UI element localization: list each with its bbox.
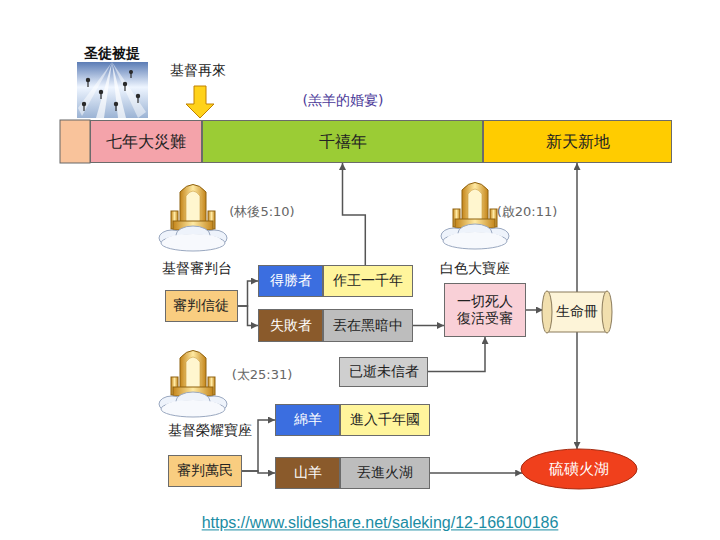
node-text: 新天新地 [546,132,610,152]
lake-ellipse: 硫磺火湖 [520,448,638,490]
node-text: 生命冊 [556,303,598,321]
rapture-picture [77,62,148,118]
timeline-band: 新天新地 [483,120,672,163]
judgment-box: 審判萬民 [168,455,242,487]
node-text: 一切死人 復活受審 [453,293,517,328]
scripture-reference: (啟20:11) [497,204,558,220]
scroll-body [547,292,607,332]
node-text: 綿羊 [294,411,322,429]
flow-arrow [576,163,578,292]
verdict-box: 綿羊 [275,404,340,436]
ellipse-fill [521,449,637,489]
timeline-band: 千禧年 [202,120,483,163]
judgment-seat-throne [159,185,227,252]
node-text: 丟進火湖 [357,464,413,482]
second-coming-arrow [186,86,214,118]
throne-label: 白色大寶座 [440,260,510,277]
scroll-shape: 生命冊 [541,289,613,335]
unbeliever-box: 已逝未信者 [339,357,428,387]
glory-throne [159,351,227,418]
flow-arrow [576,332,578,449]
node-text: 硫磺火湖 [549,460,609,479]
event-label: 圣徒被提 [84,45,140,62]
event-label: (羔羊的婚宴) [303,92,384,109]
node-text: 七年大災難 [106,132,186,152]
verdict-box: 得勝者 [258,265,323,297]
timeline-band: 七年大災難 [90,120,202,163]
node-text: 失敗者 [270,317,312,335]
node-text: 審判萬民 [177,462,233,480]
node-text: 已逝未信者 [349,363,419,381]
outcome-box: 作王一千年 [323,265,413,297]
timeline-start-band [60,120,90,163]
scroll-roll [602,291,612,333]
flow-arrow [238,306,259,326]
node-text: 千禧年 [319,132,367,152]
scripture-reference: (林後5:10) [229,204,294,220]
outcome-box: 丟在黑暗中 [323,309,413,342]
node-text: 進入千年國 [350,411,420,429]
verdict-box: 失敗者 [258,309,323,342]
flow-arrow [526,309,543,311]
source-url: https://www.slideshare.net/saleking/12-1… [202,513,559,532]
flow-arrow [428,337,485,372]
verdict-box: 山羊 [275,457,340,489]
node-text: 山羊 [294,464,322,482]
flow-arrow [343,163,366,265]
node-text: 丟在黑暗中 [333,317,403,335]
flow-arrow [242,471,275,473]
judgment-box: 審判信徒 [165,290,238,322]
flow-arrow [413,325,444,327]
scroll-roll [542,291,552,333]
resurrection-box: 一切死人 復活受審 [444,283,526,337]
flow-arrow [238,281,259,306]
throne-label: 基督榮耀寶座 [168,422,252,439]
outcome-box: 進入千年國 [340,404,430,436]
node-text: 作王一千年 [333,272,403,290]
node-text: 得勝者 [270,272,312,290]
node-text: 審判信徒 [173,297,229,315]
flow-arrow [430,472,522,474]
scripture-reference: (太25:31) [232,367,293,383]
throne-label: 基督審判台 [162,260,232,277]
outcome-box: 丟進火湖 [340,457,430,489]
event-label: 基督再來 [170,62,226,79]
